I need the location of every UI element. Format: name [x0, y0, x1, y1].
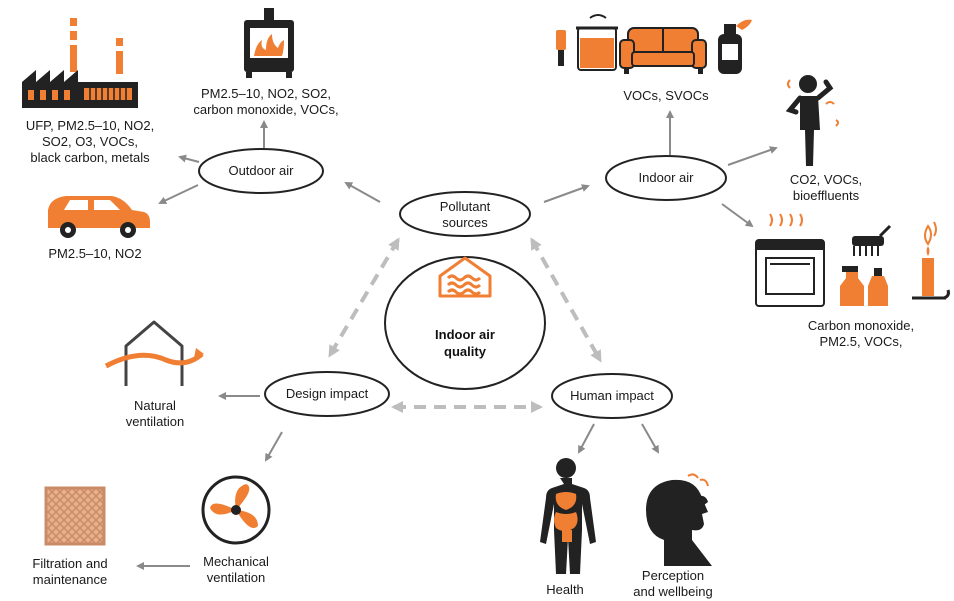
- industry-pollutants-line: SO2, O3, VOCs,: [41, 134, 139, 149]
- household-pollutants-line: PM2.5, VOCs,: [819, 334, 903, 349]
- oven-icon: [755, 213, 825, 307]
- paint-icon: [556, 14, 618, 71]
- mechanical-ventilation-line: Mechanical: [203, 554, 269, 569]
- indoor-air-node: [605, 155, 727, 201]
- products-pollutants-label: VOCs, SVOCs: [596, 88, 736, 104]
- center-title-1: Indoor air: [435, 327, 495, 342]
- pollutant-sources-label-2: sources: [442, 215, 488, 230]
- arrow-human-health: [578, 423, 595, 454]
- perception-label: Perception and wellbeing: [618, 568, 728, 600]
- cleaner-bottle-icon: [840, 266, 888, 306]
- industry-pollutants-label: UFP, PM2.5–10, NO2, SO2, O3, VOCs, black…: [10, 118, 170, 166]
- ventilated-house-icon: [104, 320, 204, 386]
- stove-icon: [244, 8, 294, 78]
- candle-icon: [912, 221, 950, 300]
- stove-pollutants-label: PM2.5–10, NO2, SO2, carbon monoxide, VOC…: [186, 86, 346, 118]
- products-pollutants-line: VOCs, SVOCs: [623, 88, 709, 103]
- arrow-design-mechanical: [265, 431, 283, 462]
- mechanical-ventilation-label: Mechanical ventilation: [186, 554, 286, 586]
- spray-can-icon: [718, 19, 752, 74]
- arrow-outdoor-car: [158, 184, 199, 205]
- industry-pollutants-line: UFP, PM2.5–10, NO2,: [25, 118, 155, 133]
- arrow-indoor-people: [727, 146, 778, 166]
- car-pollutants-line: PM2.5–10, NO2: [48, 246, 142, 261]
- dashed-arrow-sources-design: [328, 237, 400, 358]
- center-title-2: quality: [444, 344, 487, 359]
- indoor-air-label: Indoor air: [639, 170, 695, 185]
- pollutant-sources-label-1: Pollutant: [440, 199, 491, 214]
- health-line: Health: [546, 582, 584, 597]
- fan-icon: [201, 475, 271, 545]
- outdoor-air-node: [198, 148, 324, 194]
- human-impact-node: [551, 373, 673, 419]
- filter-icon: [44, 486, 106, 546]
- household-pollutants-label: Carbon monoxide, PM2.5, VOCs,: [786, 318, 936, 350]
- industry-pollutants-line: black carbon, metals: [30, 150, 150, 165]
- person-icon: [785, 75, 839, 166]
- dashed-arrow-sources-human: [530, 237, 602, 363]
- outdoor-air-label: Outdoor air: [228, 163, 294, 178]
- natural-ventilation-label: Natural ventilation: [110, 398, 200, 430]
- natural-ventilation-line: Natural: [134, 398, 176, 413]
- people-pollutants-line: CO2, VOCs,: [789, 172, 863, 187]
- filtration-line: maintenance: [32, 572, 108, 587]
- pollutant-sources-node: [399, 191, 531, 237]
- arrow-sources-outdoor: [344, 182, 381, 203]
- people-pollutants-line: bioeffluents: [792, 188, 860, 203]
- arrow-human-perception: [641, 423, 659, 454]
- health-label: Health: [530, 582, 600, 598]
- perception-line: and wellbeing: [633, 584, 713, 599]
- filtration-label: Filtration and maintenance: [10, 556, 130, 588]
- car-pollutants-label: PM2.5–10, NO2: [30, 246, 160, 262]
- design-impact-node: [264, 371, 390, 417]
- brush-icon: [852, 224, 892, 256]
- arrow-indoor-household: [721, 203, 754, 228]
- factory-icon: [22, 18, 138, 108]
- arrow-outdoor-industry: [178, 154, 200, 163]
- stove-pollutants-line: carbon monoxide, VOCs,: [193, 102, 339, 117]
- body-organs-icon: [540, 458, 596, 574]
- house-icon: [438, 256, 492, 298]
- head-icon: [646, 473, 712, 566]
- perception-line: Perception: [641, 568, 705, 583]
- household-pollutants-line: Carbon monoxide,: [807, 318, 915, 333]
- design-impact-label: Design impact: [286, 386, 369, 401]
- natural-ventilation-line: ventilation: [125, 414, 185, 429]
- human-impact-label: Human impact: [570, 388, 654, 403]
- car-icon: [48, 196, 150, 238]
- stove-pollutants-line: PM2.5–10, NO2, SO2,: [200, 86, 332, 101]
- arrow-sources-indoor: [543, 184, 590, 203]
- mechanical-ventilation-line: ventilation: [206, 570, 266, 585]
- filtration-line: Filtration and: [32, 556, 108, 571]
- sofa-icon: [619, 27, 707, 74]
- people-pollutants-label: CO2, VOCs, bioeffluents: [766, 172, 886, 204]
